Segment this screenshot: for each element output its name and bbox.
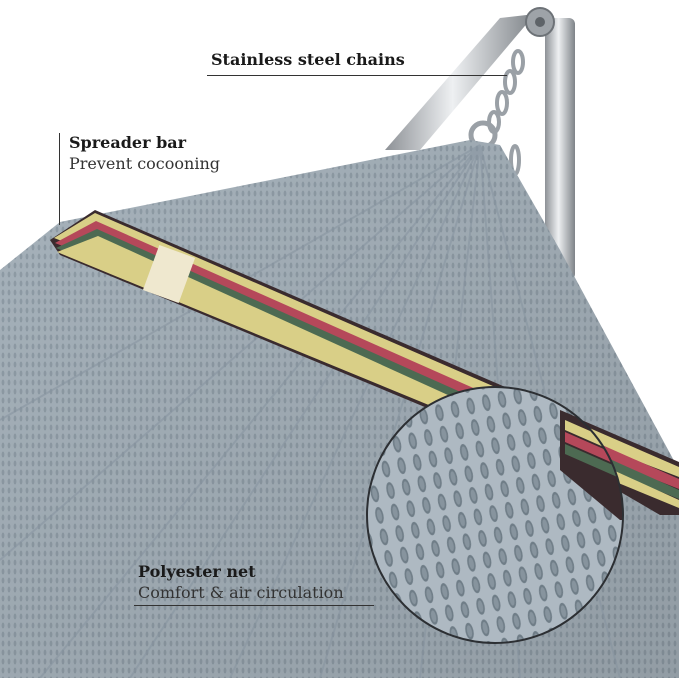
callout-net-title: Polyester net xyxy=(138,562,256,581)
callout-net-line xyxy=(134,605,374,606)
callout-chains-line xyxy=(207,75,507,76)
callout-chains: Stainless steel chains xyxy=(211,50,405,70)
callout-chains-title: Stainless steel chains xyxy=(211,50,405,69)
product-label-tag xyxy=(142,244,196,304)
callout-polyester-net: Polyester net Comfort & air circulation xyxy=(138,562,344,604)
callout-spreader-bar: Spreader bar Prevent cocooning xyxy=(69,133,220,175)
callout-spreader-subtitle: Prevent cocooning xyxy=(69,154,220,173)
callout-spreader-title: Spreader bar xyxy=(69,133,187,152)
steel-frame xyxy=(385,7,575,280)
callout-net-subtitle: Comfort & air circulation xyxy=(138,583,344,602)
callout-spreader-line xyxy=(59,133,60,225)
